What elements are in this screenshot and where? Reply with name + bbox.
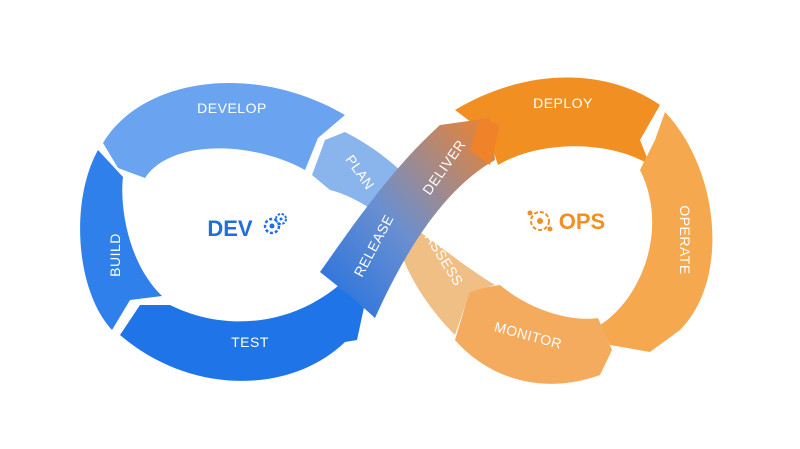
build-segment (80, 150, 162, 330)
deliver-arrow-tip (470, 118, 500, 165)
build-label: BUILD (107, 233, 123, 277)
test-segment (120, 270, 372, 381)
monitor-segment (455, 285, 612, 384)
operate-label: OPERATE (677, 205, 693, 274)
test-label: TEST (231, 334, 269, 350)
develop-segment (103, 82, 345, 178)
dev-title: DEV (207, 216, 253, 241)
people-gear-icon (527, 210, 553, 232)
operate-segment (600, 112, 713, 352)
gears-icon (263, 213, 287, 235)
ops-title: OPS (559, 209, 605, 234)
release-deliver-band (320, 118, 495, 318)
deploy-segment (455, 77, 660, 165)
deploy-label: DEPLOY (533, 95, 593, 111)
develop-label: DEVELOP (197, 100, 267, 116)
assess-segment (400, 232, 495, 335)
